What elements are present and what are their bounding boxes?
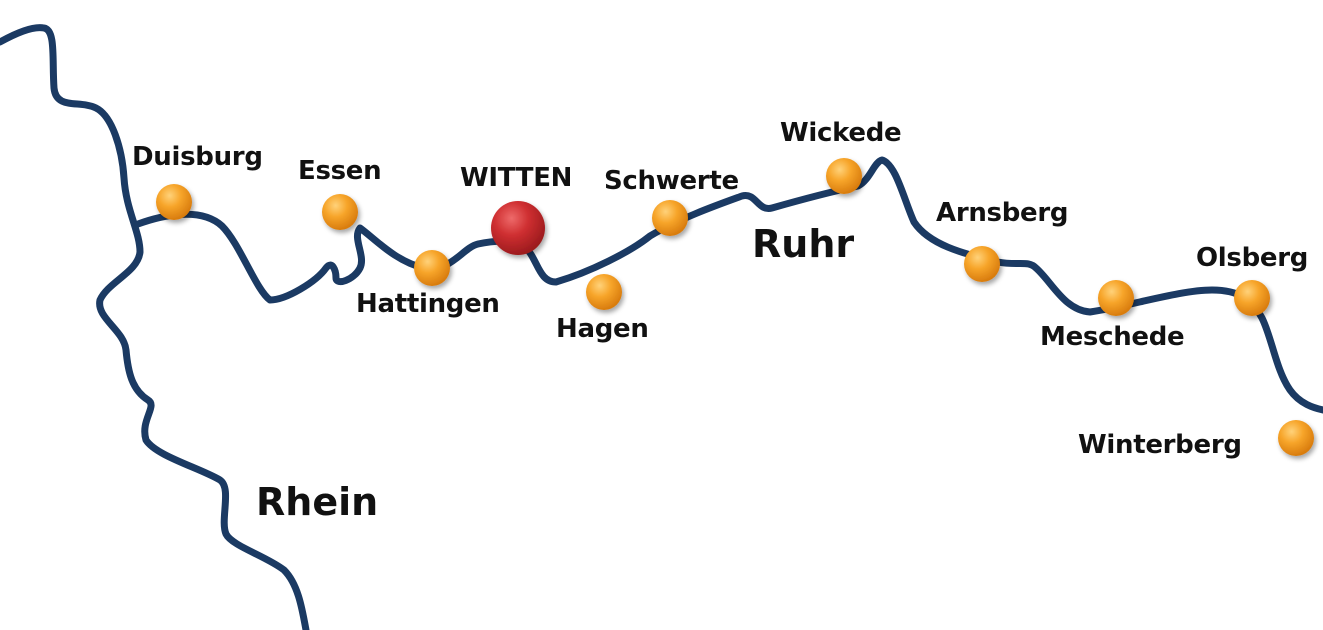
- label-meschede: Meschede: [1040, 322, 1185, 352]
- label-ruhr: Ruhr: [752, 222, 855, 266]
- label-arnsberg: Arnsberg: [936, 198, 1069, 228]
- hattingen-marker[interactable]: [414, 250, 450, 286]
- label-essen: Essen: [298, 156, 382, 186]
- wickede-marker[interactable]: [826, 158, 862, 194]
- hagen-marker[interactable]: [586, 274, 622, 310]
- duisburg-marker[interactable]: [156, 184, 192, 220]
- label-rhein: Rhein: [256, 480, 379, 524]
- ruhr-river: [134, 156, 1323, 414]
- witten-marker[interactable]: [491, 201, 545, 255]
- label-schwerte: Schwerte: [604, 166, 739, 196]
- schwerte-marker[interactable]: [652, 200, 688, 236]
- label-witten: WITTEN: [460, 163, 573, 193]
- olsberg-marker[interactable]: [1234, 280, 1270, 316]
- meschede-marker[interactable]: [1098, 280, 1134, 316]
- essen-marker[interactable]: [322, 194, 358, 230]
- label-olsberg: Olsberg: [1196, 243, 1309, 273]
- label-winterberg: Winterberg: [1078, 430, 1242, 460]
- label-duisburg: Duisburg: [132, 142, 263, 172]
- label-hattingen: Hattingen: [356, 289, 500, 319]
- winterberg-marker[interactable]: [1278, 420, 1314, 456]
- arnsberg-marker[interactable]: [964, 246, 1000, 282]
- rhein-river: [0, 24, 310, 630]
- label-wickede: Wickede: [780, 118, 902, 148]
- label-hagen: Hagen: [556, 314, 649, 344]
